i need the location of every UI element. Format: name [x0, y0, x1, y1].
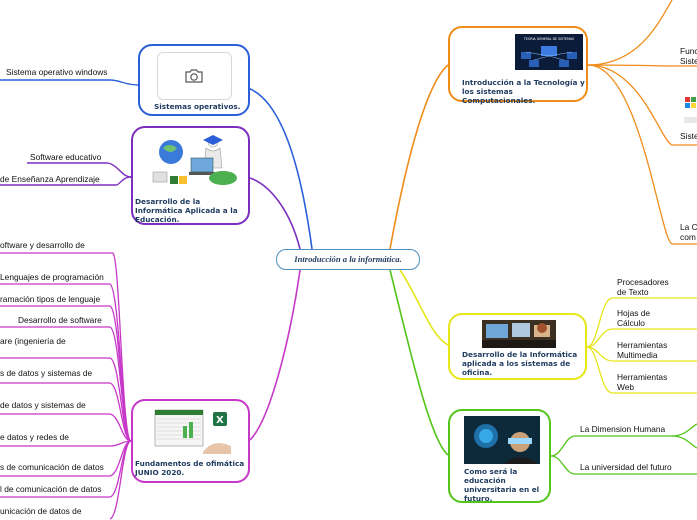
node-introduccion-tecnologia[interactable]: TEORIA GENERAL DE SISTEMAS Introducción …: [448, 26, 588, 105]
leaf-intro-com[interactable]: com: [680, 232, 696, 242]
node-educacion-universitaria[interactable]: Como será la educación universitaria en …: [448, 409, 551, 503]
node-desarrollo-educacion[interactable]: Desarrollo de la Informática Aplicada a …: [131, 126, 250, 225]
leaf-fundamentos-10[interactable]: l de comunicación de datos: [0, 484, 102, 494]
node-title: Desarrollo de la Informática Aplicada a …: [135, 197, 238, 224]
node-title: Sistemas operativos.: [154, 102, 241, 111]
connector-fundamentos: [249, 269, 301, 441]
central-topic[interactable]: Introducción a la informática.: [276, 249, 420, 270]
leaf-fundamentos-3[interactable]: ramación tipos de lenguaje: [0, 294, 101, 304]
node-title: Introducción a la Tecnología y los siste…: [462, 78, 585, 105]
leaf-dimension-humana[interactable]: La Dimension Humana: [580, 424, 666, 434]
office-illustration: X: [154, 409, 231, 454]
leaf-fundamentos-8[interactable]: e datos y redes de: [0, 432, 69, 442]
leaf-herramientas-web[interactable]: Herramientas Web: [617, 372, 668, 392]
svg-text:X: X: [216, 415, 224, 426]
systems-theory-image: TEORIA GENERAL DE SISTEMAS: [515, 34, 583, 70]
leaf-fundamentos-5[interactable]: are (ingeniería de: [0, 336, 66, 346]
leaf-fundamentos-6[interactable]: s de datos y sistemas de: [0, 368, 93, 378]
future-education-photo: [464, 416, 540, 464]
leaf-hojas-calculo[interactable]: Hojas de Cálculo: [617, 308, 651, 328]
connector-sistemas: [247, 87, 313, 250]
node-title: Como será la educación universitaria en …: [464, 467, 540, 503]
leaf-fundamentos-9[interactable]: s de comunicación de datos: [0, 462, 104, 472]
node-fundamentos-ofimatica[interactable]: X Fundamentos de ofimática JUNIO 2020.: [131, 399, 250, 483]
connector-desarrollo-edu: [249, 177, 301, 250]
leaf-fundamentos-7[interactable]: de datos y sistemas de: [0, 400, 86, 410]
office-computer-photo: [482, 320, 556, 348]
systems-theory-caption: TEORIA GENERAL DE SISTEMAS: [523, 37, 574, 41]
leaf-fundamentos-1[interactable]: oftware y desarrollo de: [0, 240, 85, 250]
leaf-ensenanza-aprendizaje[interactable]: de Enseñanza Aprendizaje: [0, 174, 100, 184]
leaf-universidad-futuro[interactable]: La universidad del futuro: [580, 462, 672, 472]
node-sistemas-oficina[interactable]: Desarrollo de la Informática aplicada a …: [448, 313, 587, 380]
image-placeholder: [157, 52, 232, 100]
leaf-herramientas-multimedia[interactable]: Herramientas Multimedia: [617, 340, 668, 360]
windows-logo-image: [684, 95, 697, 125]
connector-oficina: [399, 269, 449, 346]
camera-icon: [185, 69, 203, 83]
node-title: Desarrollo de la Informática aplicada a …: [462, 350, 578, 377]
node-sistemas-operativos[interactable]: Sistemas operativos.: [138, 44, 250, 116]
education-illustration: [152, 135, 237, 185]
node-title: Fundamentos de ofimática JUNIO 2020.: [135, 459, 245, 477]
leaf-intro-siste-1[interactable]: Siste: [680, 56, 697, 66]
leaf-fundamentos-2[interactable]: Lenguajes de programación: [0, 272, 104, 282]
leaf-intro-la-c[interactable]: La C: [680, 222, 697, 232]
leaf-procesadores-texto[interactable]: Procesadores de Texto: [617, 277, 669, 297]
leaf-software-educativo[interactable]: Software educativo: [30, 152, 102, 162]
leaf-intro-func[interactable]: Func: [680, 46, 697, 56]
leaf-fundamentos-11[interactable]: unicación de datos de: [0, 506, 82, 516]
connector-intro-tec: [389, 64, 449, 250]
leaf-sistema-operativo-windows[interactable]: Sistema operativo windows: [6, 67, 108, 77]
leaf-intro-siste-2[interactable]: Siste: [680, 131, 697, 141]
leaf-fundamentos-4[interactable]: Desarrollo de software: [18, 315, 102, 325]
connector-universidad: [389, 269, 449, 456]
